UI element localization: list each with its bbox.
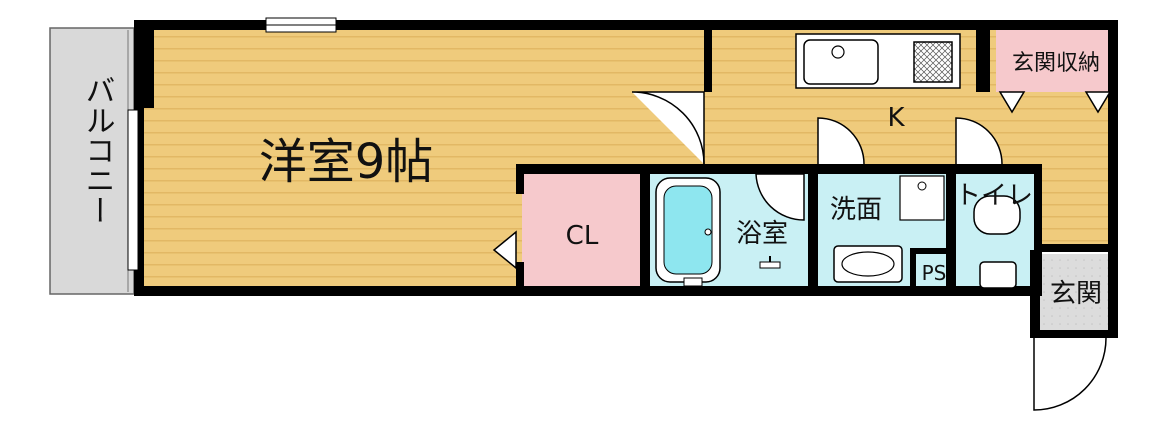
entrance-storage-label: 玄関収納 <box>1012 51 1100 76</box>
western-room-label: 洋室9帖 <box>259 134 434 190</box>
closet-area <box>522 172 640 288</box>
balcony-label: バルコニー <box>80 75 115 225</box>
balcony-window <box>127 109 139 271</box>
toilet-label: トイレ <box>955 181 1033 211</box>
doors <box>492 91 1112 411</box>
stove <box>913 41 953 83</box>
toilet-fixture <box>973 195 1021 289</box>
bathtub-water <box>663 185 713 275</box>
kitchen-label: K <box>887 103 905 133</box>
balcony-area <box>49 27 135 295</box>
washroom-label: 洗面 <box>830 195 882 225</box>
entrance-storage-area <box>996 28 1112 92</box>
walls <box>134 20 1118 338</box>
entrance-label: 玄関 <box>1050 279 1102 309</box>
kitchen-sink <box>803 39 879 85</box>
closet-label: CL <box>566 221 599 251</box>
bathroom-label: 浴室 <box>736 219 788 249</box>
hall-floor <box>1038 160 1112 248</box>
pipe-space-label: PS <box>922 261 947 285</box>
entrance-area <box>1040 254 1112 332</box>
